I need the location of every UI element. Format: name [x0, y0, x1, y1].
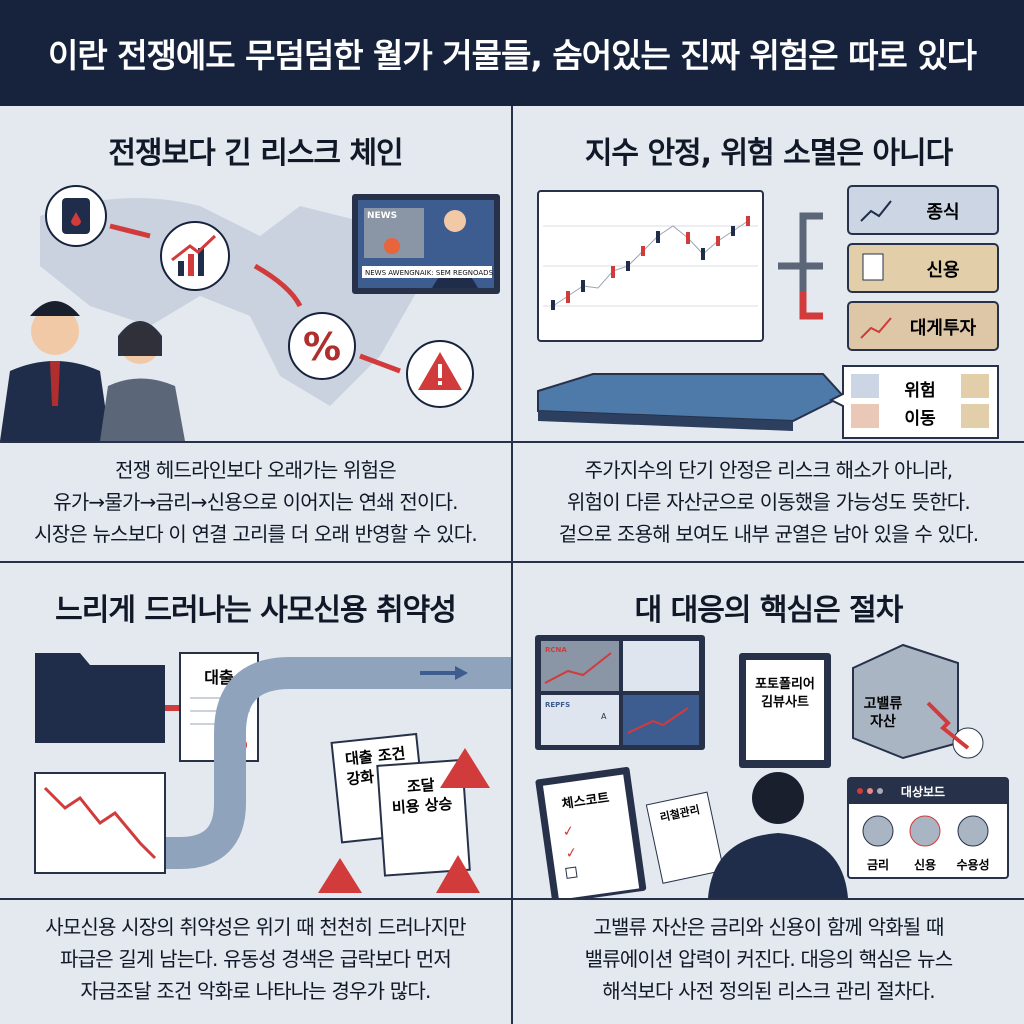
rising-chart-icon	[160, 221, 230, 291]
risk-chain-illustration: % NEWS NEWS AWENGNAIK: SEM REGNOADS	[0, 176, 511, 441]
screen-label: A	[601, 712, 607, 721]
caption-line: 겉으로 조용해 보여도 내부 균열은 남아 있을 수 있다.	[558, 522, 979, 546]
horizontal-divider	[0, 561, 1024, 563]
doc-label: 김뷰사트	[761, 694, 809, 710]
caption-line: 파급은 길게 남는다. 유동성 경색은 급락보다 먼저	[60, 947, 452, 971]
panel-title: 지수 안정, 위험 소멸은 아니다	[584, 136, 953, 171]
dashboard-window[interactable]: 대상보드 금리 신용 수용성	[847, 777, 1009, 879]
arrow-icon	[109, 223, 151, 239]
warning-icon	[318, 748, 490, 893]
page-title: 이란 전쟁에도 무덤덤한 월가 거물들, 숨어있는 진짜 위험은 따로 있다	[0, 0, 1024, 106]
arrow-icon	[253, 263, 303, 308]
caption-line: 주가지수의 단기 안정은 리스크 해소가 아니라,	[584, 458, 954, 482]
gauge-icon	[862, 815, 894, 847]
svg-text:✓: ✓	[565, 845, 579, 862]
chart-icon	[860, 317, 892, 339]
monitor-wall: RCNA REPFS A	[535, 635, 705, 750]
asset-label: 종식	[926, 202, 959, 223]
shift-label: 이동	[904, 409, 936, 429]
caption-line: 자금조달 조건 악화로 나타나는 경우가 많다.	[80, 979, 431, 1003]
businessman-figure	[0, 301, 110, 441]
caption-line: 위험이 다른 자산군으로 이동했을 가능성도 뜻한다.	[567, 490, 971, 514]
box-label: 고밸류	[864, 695, 903, 712]
arrow-icon	[359, 353, 401, 374]
news-screen: NEWS NEWS AWENGNAIK: SEM REGNOADS	[352, 194, 500, 294]
divider-line	[0, 441, 511, 443]
gauge-label: 신용	[914, 857, 936, 872]
chart-icon	[860, 200, 892, 222]
panel-caption: 사모신용 시장의 취약성은 위기 때 천천히 드러나지만 파급은 길게 남는다.…	[0, 911, 511, 1007]
caption-line: 시장은 뉴스보다 이 연결 고리를 더 오래 반영할 수 있다.	[34, 522, 478, 546]
asset-card-equity[interactable]: 종식	[847, 185, 999, 235]
gauge-label: 금리	[867, 857, 889, 872]
decline-arrow-icon	[926, 701, 970, 750]
panel-caption: 전쟁 헤드라인보다 오래가는 위험은 유가→물가→금리→신용으로 이어지는 연쇄…	[0, 454, 511, 550]
divider-line	[513, 441, 1024, 443]
panel-index-stability: 지수 안정, 위험 소멸은 아니다 종식 신용 대게투자 위험 이동 주가지수의…	[513, 106, 1024, 561]
analyst-figure	[708, 772, 848, 898]
doc-label: 체스코트	[561, 791, 611, 813]
panel-risk-chain: 전쟁보다 긴 리스크 체인 % NEWS NEWS AWENGNAIK: SEM…	[0, 106, 511, 561]
asset-label: 신용	[926, 260, 959, 281]
oil-barrel-icon	[45, 185, 107, 247]
panel-title: 느리게 드러나는 사모신용 취약성	[55, 593, 457, 628]
shift-label: 위험	[904, 380, 935, 401]
panel-title: 대 대응의 핵심은 절차	[634, 593, 904, 628]
calm-water-platform	[537, 373, 845, 431]
businesswoman-figure	[100, 321, 185, 441]
doc-label: 조달	[406, 776, 435, 796]
folder-icon	[35, 653, 165, 743]
divider-line	[513, 898, 1024, 900]
index-stability-illustration: 종식 신용 대게투자 위험 이동	[513, 176, 1024, 441]
news-ticker: NEWS AWENGNAIK: SEM REGNOADS	[365, 269, 494, 277]
gauge-label: 수용성	[956, 857, 989, 872]
caption-line: 해석보다 사전 정의된 리스크 관리 절차다.	[602, 979, 935, 1003]
doc-label: 포토폴리어	[755, 676, 815, 692]
caption-line: 전쟁 헤드라인보다 오래가는 위험은	[115, 458, 396, 482]
caption-line: 유가→물가→금리→신용으로 이어지는 연쇄 전이다.	[53, 490, 458, 514]
candlestick-chart	[537, 190, 764, 342]
percent-icon: %	[288, 312, 356, 380]
asset-card-alternative[interactable]: 대게투자	[847, 301, 999, 351]
panel-title: 전쟁보다 긴 리스크 체인	[108, 136, 403, 171]
database-icon	[957, 815, 989, 847]
news-badge: NEWS	[367, 211, 397, 221]
caption-line: 사모신용 시장의 취약성은 위기 때 천천히 드러나지만	[45, 915, 466, 939]
declining-chart	[34, 772, 166, 874]
doc-label: 비용 상승	[391, 795, 453, 817]
doc-label: 대출	[204, 668, 234, 687]
vertical-divider	[511, 106, 513, 1024]
asset-card-credit[interactable]: 신용	[847, 243, 999, 293]
caption-line: 밸류에이션 압력이 커진다. 대응의 핵심은 뉴스	[584, 947, 954, 971]
panel-caption: 고밸류 자산은 금리와 신용이 함께 악화될 때 밸류에이션 압력이 커진다. …	[513, 911, 1024, 1007]
svg-text:✓: ✓	[562, 823, 576, 840]
pipe	[40, 657, 511, 869]
risk-sheet: 리철관리	[645, 791, 725, 884]
dashboard-title: 대상보드	[901, 784, 945, 799]
gauge-icon	[909, 815, 941, 847]
checklist-clipboard: 체스코트 ✓ ✓	[535, 767, 647, 904]
screen-label: REPFS	[545, 701, 570, 709]
warning-icon	[406, 340, 474, 408]
risk-shift-bubble: 위험 이동	[828, 365, 999, 439]
doc-label: 강화	[346, 768, 376, 789]
svg-text:%: %	[303, 325, 341, 369]
divider-line	[0, 898, 511, 900]
document-icon	[862, 253, 884, 281]
panel-caption: 주가지수의 단기 안정은 리스크 해소가 아니라, 위험이 다른 자산군으로 이…	[513, 454, 1024, 550]
box-label: 자산	[870, 713, 896, 730]
caption-line: 고밸류 자산은 금리와 신용이 함께 악화될 때	[593, 915, 944, 939]
screen-label: RCNA	[545, 646, 567, 654]
asset-label: 대게투자	[910, 318, 977, 339]
red-arrow	[799, 291, 823, 320]
